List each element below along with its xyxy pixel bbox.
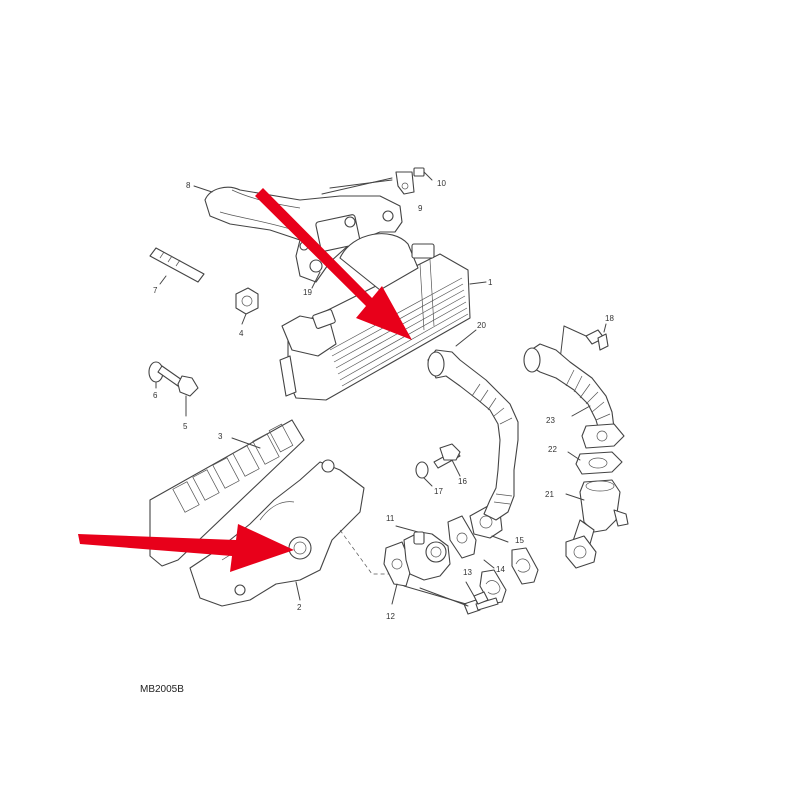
screw-part-18 <box>559 323 609 361</box>
gasket-part-14 <box>447 515 539 605</box>
callout-21: 21 <box>545 490 554 499</box>
bolt-part-5 <box>157 365 199 417</box>
screw-part-10 <box>413 167 433 181</box>
callout-23: 23 <box>546 416 555 425</box>
callout-5: 5 <box>183 422 188 431</box>
diagram-reference-code: MB2005B <box>140 684 184 695</box>
bracket-part-9 <box>321 171 415 195</box>
leader-19 <box>311 271 321 289</box>
flexible-pipe-part-23 <box>523 343 625 449</box>
callout-22: 22 <box>548 445 557 454</box>
gasket-part-22 <box>567 451 623 475</box>
callout-16: 16 <box>458 477 467 486</box>
egr-valve-part-11 <box>395 525 451 581</box>
bolt-part-13 <box>403 581 499 615</box>
stud-part-7 <box>149 247 205 285</box>
egr-pipe-part-20 <box>427 329 519 521</box>
leader-8 <box>193 185 213 193</box>
callout-7: 7 <box>153 286 158 295</box>
gasket-part-3 <box>149 419 305 567</box>
callout-20: 20 <box>477 321 486 330</box>
pipe-adapter-part-21 <box>565 479 629 569</box>
red-arrow-lower <box>78 524 294 572</box>
callout-4: 4 <box>239 329 244 338</box>
washer-part-17 <box>415 461 433 487</box>
callout-10: 10 <box>437 179 446 188</box>
callout-3: 3 <box>218 432 223 441</box>
washer-part-6 <box>148 361 164 389</box>
red-arrow-upper <box>255 188 412 340</box>
callout-9: 9 <box>418 204 423 213</box>
callout-2: 2 <box>297 603 302 612</box>
callout-6: 6 <box>153 391 158 400</box>
callout-13: 13 <box>463 568 472 577</box>
callout-12: 12 <box>386 612 395 621</box>
callout-19: 19 <box>303 288 312 297</box>
callout-1: 1 <box>488 278 493 287</box>
bolt-part-16 <box>433 443 461 477</box>
callout-17: 17 <box>434 487 443 496</box>
callout-8: 8 <box>186 181 191 190</box>
callout-15: 15 <box>515 536 524 545</box>
nut-part-4 <box>235 287 259 325</box>
callout-18: 18 <box>605 314 614 323</box>
callout-14: 14 <box>496 565 505 574</box>
callout-11: 11 <box>386 514 395 523</box>
